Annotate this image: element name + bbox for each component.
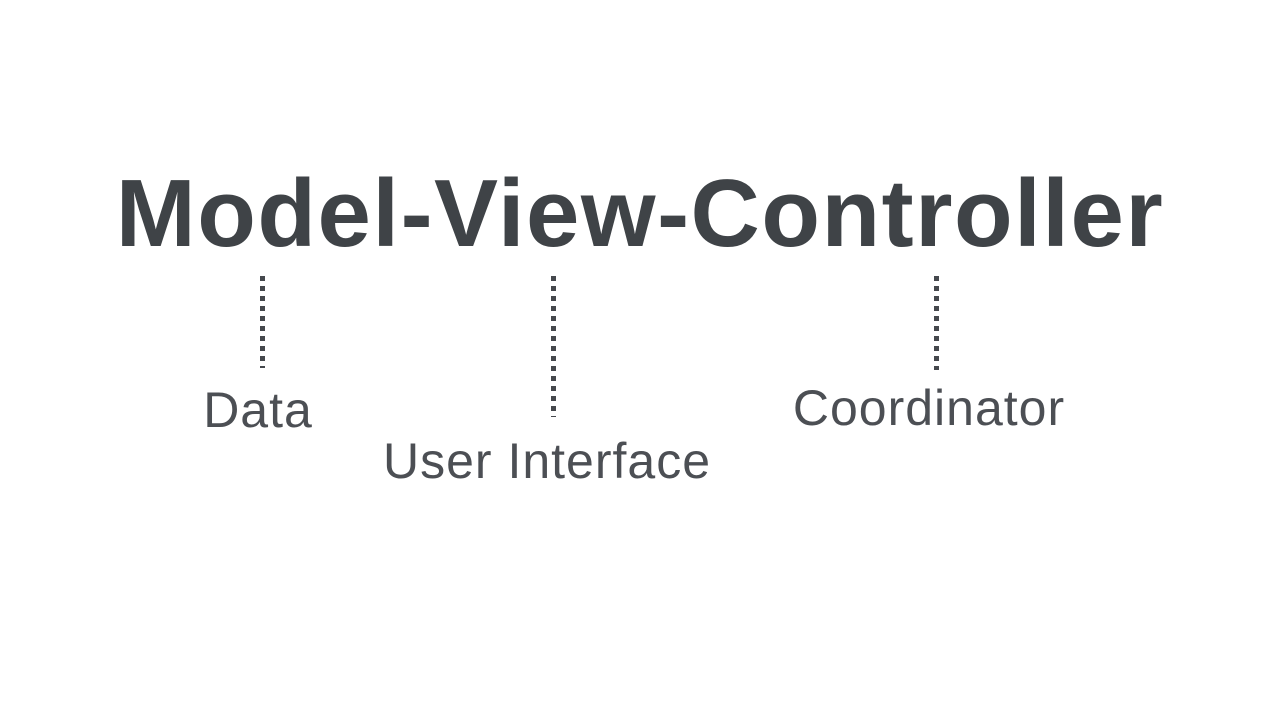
model-annotation-label: Data xyxy=(203,382,313,438)
controller-annotation-label: Coordinator xyxy=(792,380,1066,436)
view-connector-dotted-line xyxy=(551,276,556,417)
controller-connector-dotted-line xyxy=(934,276,939,370)
model-connector-dotted-line xyxy=(260,276,265,368)
diagram-title: Model-View-Controller xyxy=(115,160,1165,267)
view-annotation-label: User Interface xyxy=(382,433,712,489)
